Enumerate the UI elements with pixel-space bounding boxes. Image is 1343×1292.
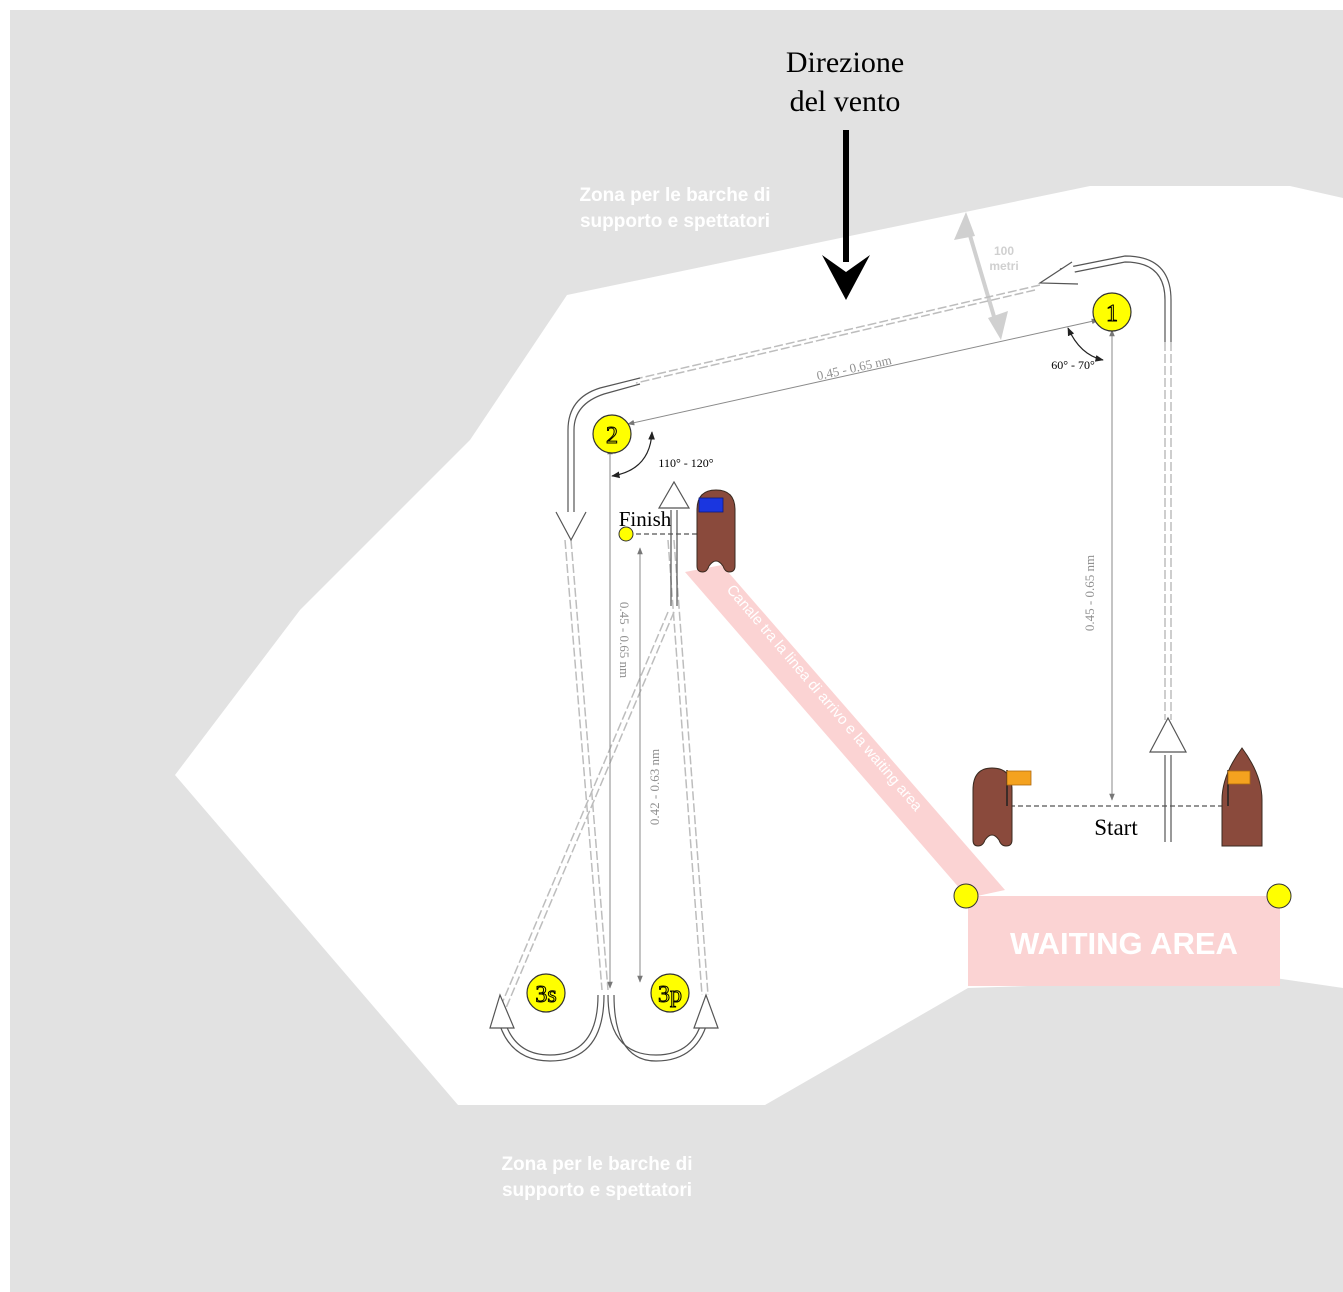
distance-label-finish-3: 0.42 - 0.63 nm [647, 749, 662, 825]
finish-channel [685, 565, 1005, 898]
angle-label-mark1: 60° - 70° [1051, 358, 1095, 372]
mark-3p: 3p [650, 973, 690, 1013]
buffer-distance-label-line2: metri [989, 259, 1018, 273]
finish-buoy [618, 526, 634, 542]
top-zone-label-line2: supporto e spettatori [580, 211, 770, 232]
mark-2: 2 [592, 414, 632, 454]
distance-label-start-1: 0.45 - 0.65 nm [1082, 555, 1097, 631]
bottom-zone-label-line1: Zona per le barche di [501, 1154, 692, 1175]
finish-committee-boat-icon [696, 489, 736, 573]
course-arrows [489, 255, 1187, 1062]
mark-3s: 3s [526, 973, 566, 1013]
angle-arcs [611, 327, 1104, 479]
start-committee-flag-icon [1227, 770, 1251, 785]
wind-arrow-icon [822, 130, 870, 300]
finish-flag-icon [698, 497, 724, 513]
wind-direction-label-line2: del vento [790, 85, 901, 118]
finish-label: Finish [619, 507, 672, 531]
distance-label-leg-2-3: 0.45 - 0.65 nm [617, 602, 632, 678]
start-pin-boat-icon [972, 767, 1032, 847]
bottom-zone-label-line2: supporto e spettatori [502, 1180, 692, 1201]
mark-2-label: 2 [606, 423, 618, 449]
mark-3s-label: 3s [535, 982, 556, 1008]
start-committee-boat-icon [1221, 747, 1263, 847]
buffer-distance-label-line1: 100 [994, 244, 1014, 258]
top-zone-label-line1: Zona per le barche di [579, 185, 770, 206]
mark-1-label: 1 [1106, 301, 1118, 327]
angle-label-mark2: 110° - 120° [658, 456, 713, 470]
waiting-area-buoy-right [1266, 883, 1292, 909]
start-pin-flag-icon [1006, 770, 1032, 786]
waiting-area-buoy-left [953, 883, 979, 909]
measurement-lines [607, 318, 1115, 989]
start-label: Start [1094, 815, 1138, 840]
mark-3p-label: 3p [658, 982, 682, 1008]
waiting-area [968, 896, 1280, 986]
mark-1: 1 [1092, 292, 1132, 332]
waiting-area-label: WAITING AREA [1010, 926, 1238, 961]
wind-direction-label-line1: Direzione [786, 46, 904, 79]
